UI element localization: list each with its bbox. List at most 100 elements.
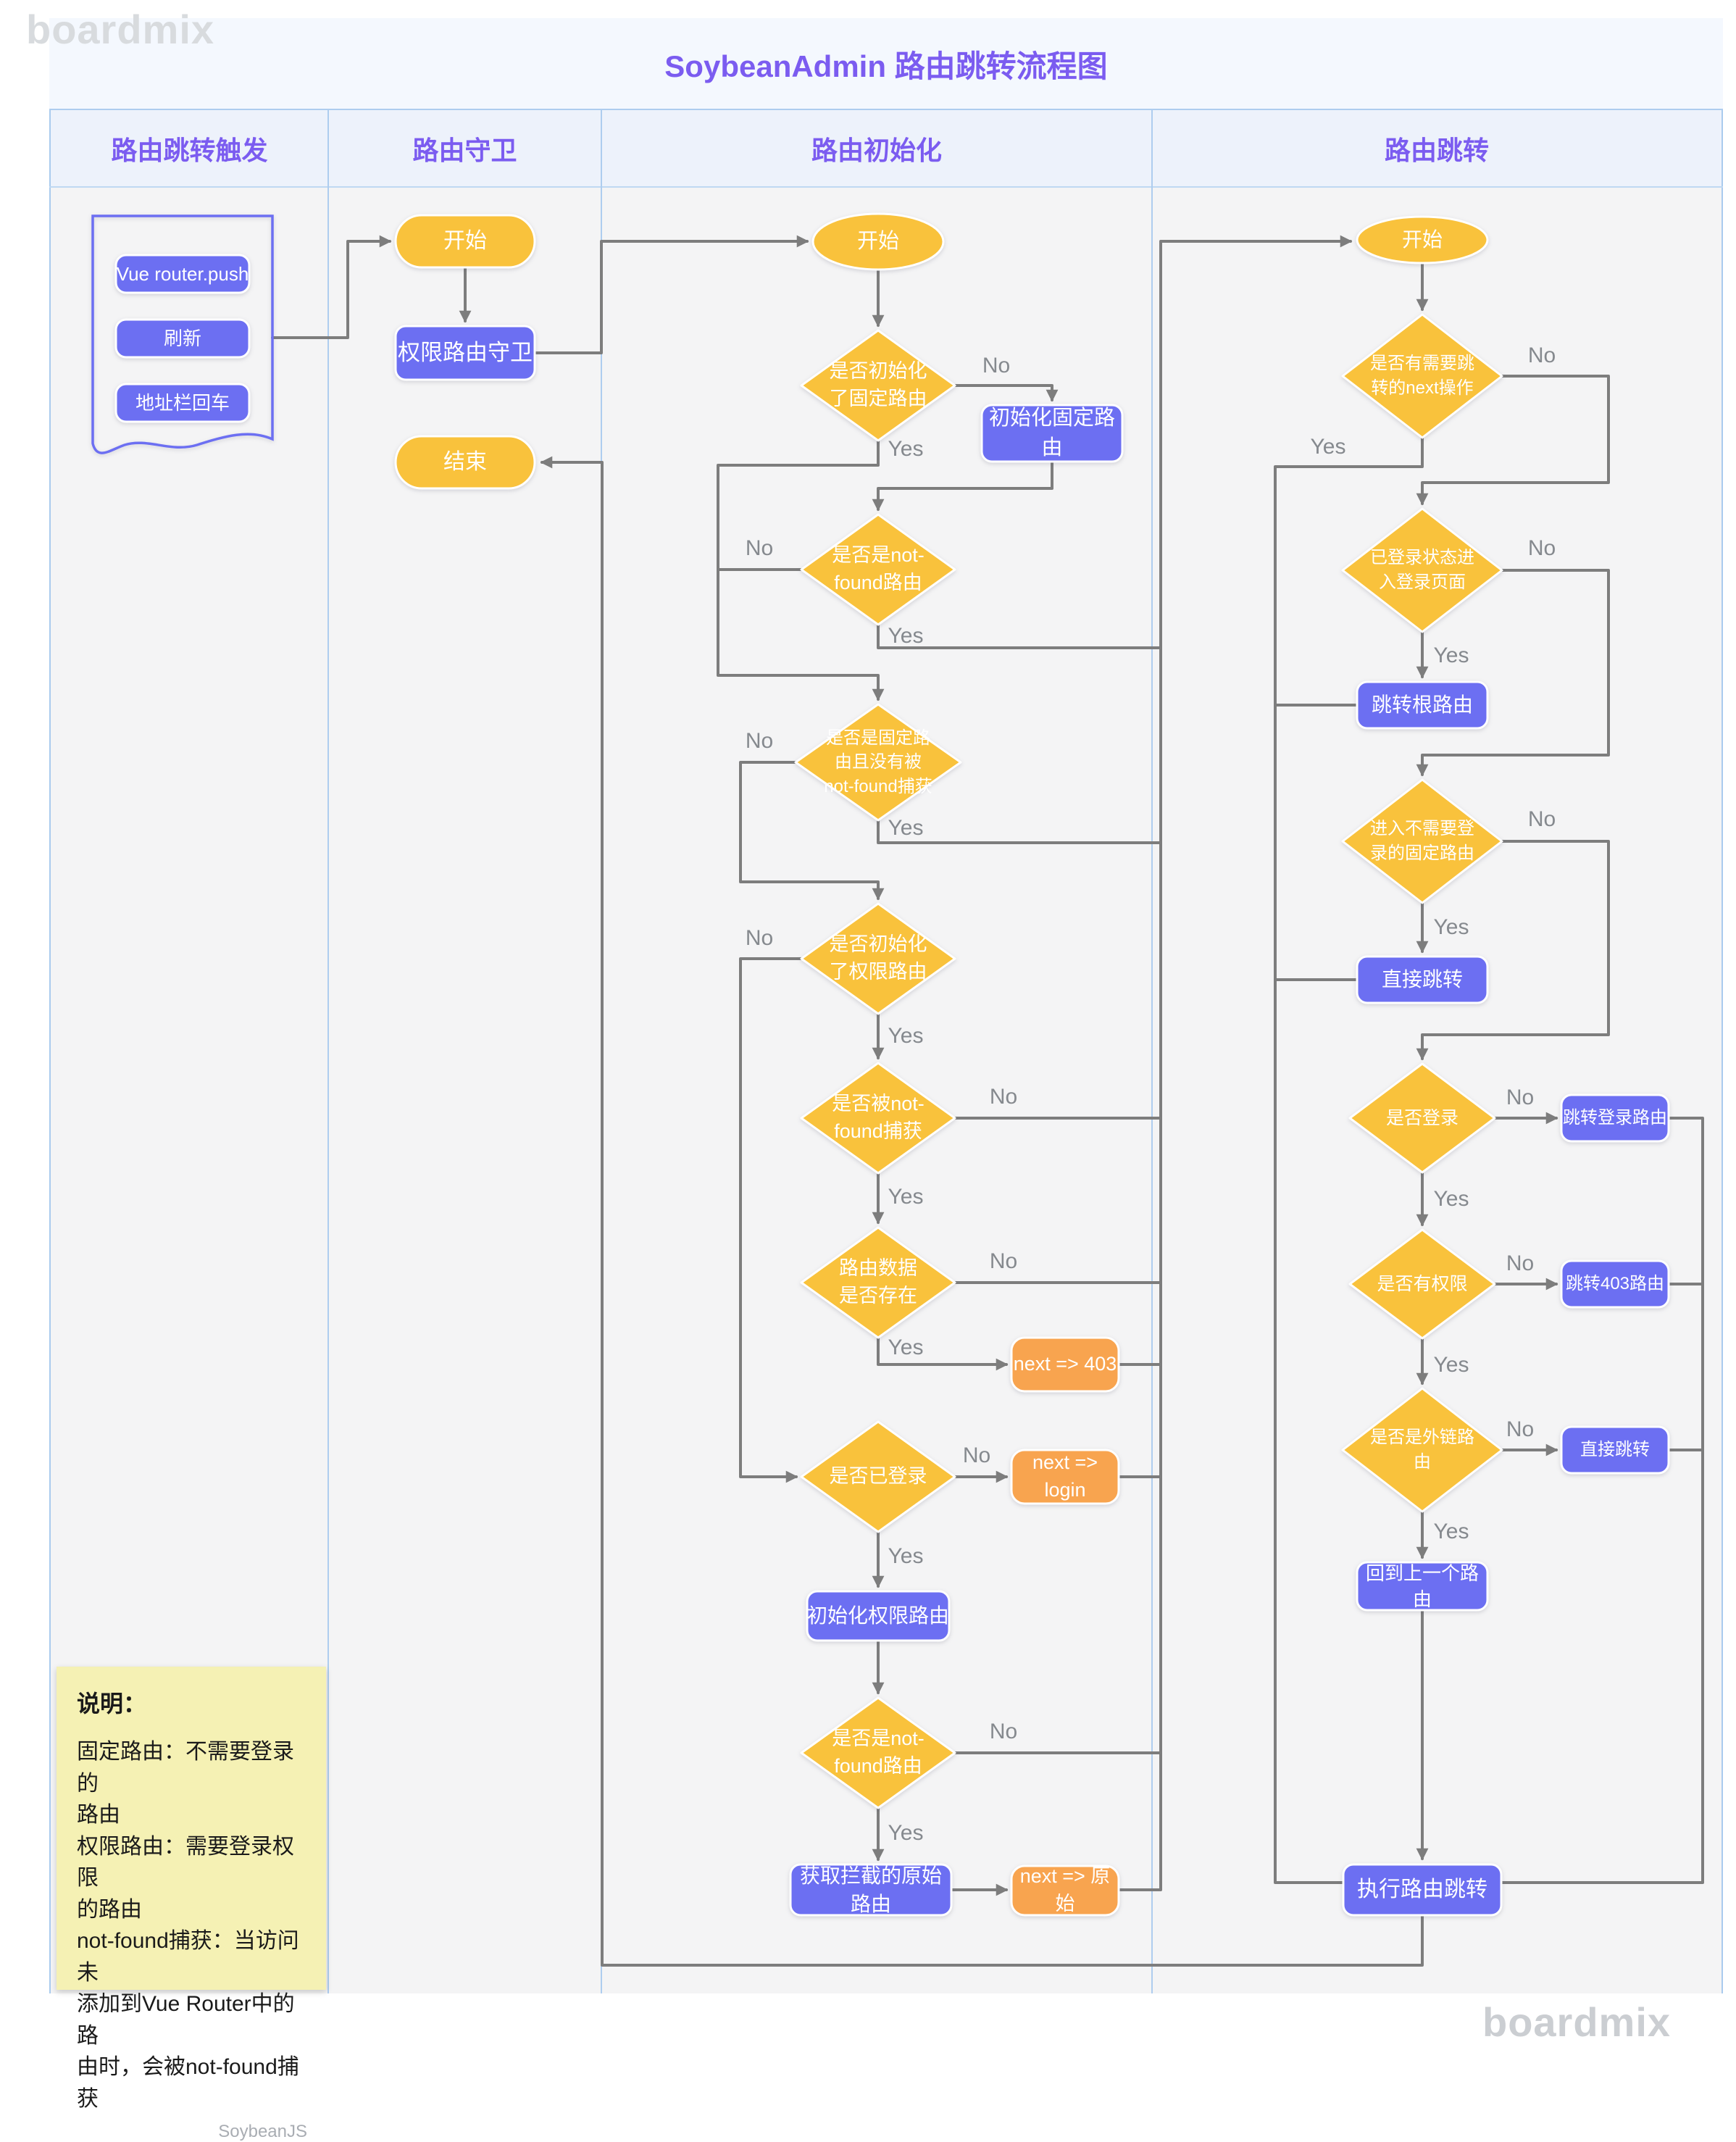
connector-34[interactable] <box>1416 840 1610 1061</box>
node-p-next-403[interactable] <box>1010 1336 1120 1393</box>
node-jump-start-label: 开始 <box>1401 228 1443 251</box>
node-r-jump-root-label: 跳转根路由 <box>1371 693 1473 717</box>
node-trigger-doc[interactable] <box>91 214 274 454</box>
node-e-has-next[interactable] <box>1341 313 1503 439</box>
node-d-const-inited[interactable] <box>800 329 956 442</box>
node-jump-start[interactable] <box>1356 215 1489 264</box>
node-e-is-login[interactable] <box>1348 1062 1496 1174</box>
node-p-next-original[interactable] <box>1010 1864 1120 1917</box>
connector-0[interactable] <box>271 235 392 339</box>
node-e-has-perm[interactable] <box>1348 1228 1496 1340</box>
node-d-notfound-1[interactable] <box>800 513 956 626</box>
node-r-init-const[interactable] <box>980 404 1124 463</box>
node-r-jump-root[interactable] <box>1356 680 1489 730</box>
node-d-route-exist[interactable] <box>800 1226 956 1339</box>
node-r-init-auth[interactable] <box>806 1590 951 1642</box>
edge-label-yes-9[interactable]: Yes <box>888 1185 924 1209</box>
connector-2[interactable] <box>535 235 809 354</box>
edge-label-yes-15[interactable]: Yes <box>888 1821 924 1845</box>
edge-label-no-2[interactable]: No <box>745 536 774 560</box>
diagram-title[interactable]: SoybeanAdmin 路由跳转流程图 <box>49 18 1723 110</box>
edge-label-yes-7[interactable]: Yes <box>888 1024 924 1048</box>
connector-8[interactable] <box>877 623 1161 649</box>
node-r-back-prev-label: 回到上一个路由 <box>1365 1562 1479 1610</box>
node-r-direct-2-label: 直接跳转 <box>1580 1440 1650 1460</box>
edge-label-yes-19[interactable]: Yes <box>1433 643 1469 667</box>
node-d-notfound-1-label: 是否是not- found路由 <box>832 544 925 593</box>
lane-header-jump[interactable]: 路由跳转 <box>1152 110 1722 186</box>
node-r-jump-login[interactable] <box>1560 1093 1670 1143</box>
lane-header-guard[interactable]: 路由守卫 <box>328 110 601 186</box>
connector-25[interactable] <box>1117 235 1353 1891</box>
edge-label-yes-23[interactable]: Yes <box>1433 1187 1469 1211</box>
edge-label-no-24[interactable]: No <box>1506 1251 1535 1275</box>
node-guard-node[interactable] <box>394 325 536 381</box>
lane-header-trigger[interactable]: 路由跳转触发 <box>51 110 328 186</box>
node-e-login-to-login[interactable] <box>1341 507 1503 633</box>
edge-label-no-12[interactable]: No <box>962 1443 991 1467</box>
edge-label-no-22[interactable]: No <box>1506 1085 1535 1109</box>
edge-label-no-8[interactable]: No <box>989 1085 1018 1109</box>
node-guard-end[interactable] <box>394 435 536 490</box>
note-line: 添加到Vue Router中的路 <box>77 1992 295 2048</box>
edge-label-yes-5[interactable]: Yes <box>888 816 924 840</box>
node-guard-start[interactable] <box>394 214 536 269</box>
node-e-is-external[interactable] <box>1341 1387 1503 1513</box>
lane-header-init[interactable]: 路由初始化 <box>601 110 1152 186</box>
edge-label-yes-27[interactable]: Yes <box>1433 1520 1469 1543</box>
node-btn-refresh[interactable] <box>114 318 251 359</box>
connector-28[interactable] <box>1274 436 1424 1884</box>
connector-9[interactable] <box>877 819 1161 844</box>
edge-label-no-20[interactable]: No <box>1527 807 1556 831</box>
node-p-next-login-label: next => login <box>1032 1451 1098 1501</box>
connector-45[interactable] <box>540 456 1424 1967</box>
node-e-const-nologin[interactable] <box>1341 778 1503 904</box>
node-e-is-login-label: 是否登录 <box>1385 1107 1459 1128</box>
node-r-exec-jump[interactable] <box>1342 1863 1503 1917</box>
edge-label-no-0[interactable]: No <box>982 354 1011 378</box>
node-d-auth-inited[interactable] <box>800 902 956 1015</box>
edge-label-yes-3[interactable]: Yes <box>888 624 924 648</box>
node-btn-router-push[interactable] <box>114 254 251 294</box>
node-guard-end-label: 结束 <box>443 450 487 474</box>
edge-label-yes-1[interactable]: Yes <box>888 437 924 461</box>
edge-label-yes-21[interactable]: Yes <box>1433 915 1469 939</box>
node-r-direct-1[interactable] <box>1356 955 1489 1004</box>
connector-12[interactable] <box>739 957 803 1483</box>
node-p-next-login[interactable] <box>1010 1449 1120 1505</box>
edge-label-yes-17[interactable]: Yes <box>1310 435 1346 459</box>
node-d-const-caught[interactable] <box>794 703 962 822</box>
node-r-back-prev[interactable] <box>1356 1561 1489 1612</box>
connector-36[interactable] <box>1425 1117 1704 1884</box>
node-init-start[interactable] <box>811 212 945 271</box>
edge-label-no-4[interactable]: No <box>745 729 774 753</box>
edge-label-no-14[interactable]: No <box>989 1720 1018 1743</box>
connector-5[interactable] <box>872 461 1053 512</box>
node-r-get-original[interactable] <box>789 1863 953 1917</box>
edge-label-yes-13[interactable]: Yes <box>888 1544 924 1568</box>
node-d-notfound-2[interactable] <box>800 1696 956 1809</box>
node-d-caught-nf[interactable] <box>800 1062 956 1175</box>
node-btn-addressbar[interactable] <box>114 383 251 423</box>
edge-label-no-18[interactable]: No <box>1527 536 1556 560</box>
edge-label-no-26[interactable]: No <box>1506 1417 1535 1441</box>
edge-label-yes-11[interactable]: Yes <box>888 1335 924 1359</box>
connector-16[interactable] <box>877 1336 1009 1371</box>
connector-10[interactable] <box>739 761 885 901</box>
node-d-logged-in[interactable] <box>800 1420 956 1533</box>
edge-label-no-10[interactable]: No <box>989 1249 1018 1273</box>
connector-27[interactable] <box>1416 375 1610 506</box>
edge-label-no-6[interactable]: No <box>745 926 774 950</box>
connector-31[interactable] <box>1416 569 1610 777</box>
connector-4[interactable] <box>953 384 1059 402</box>
edge-label-no-16[interactable]: No <box>1527 343 1556 367</box>
node-btn-router-push-label: Vue router.push <box>116 262 249 285</box>
node-r-jump-403[interactable] <box>1560 1259 1670 1309</box>
edge-label-yes-25[interactable]: Yes <box>1433 1353 1469 1377</box>
lane-divider <box>327 110 329 1993</box>
node-r-jump-403-label: 跳转403路由 <box>1565 1274 1665 1294</box>
node-r-direct-2[interactable] <box>1560 1425 1670 1475</box>
connector-6[interactable] <box>717 439 885 701</box>
node-d-notfound-2-label: 是否是not- found路由 <box>832 1728 925 1777</box>
